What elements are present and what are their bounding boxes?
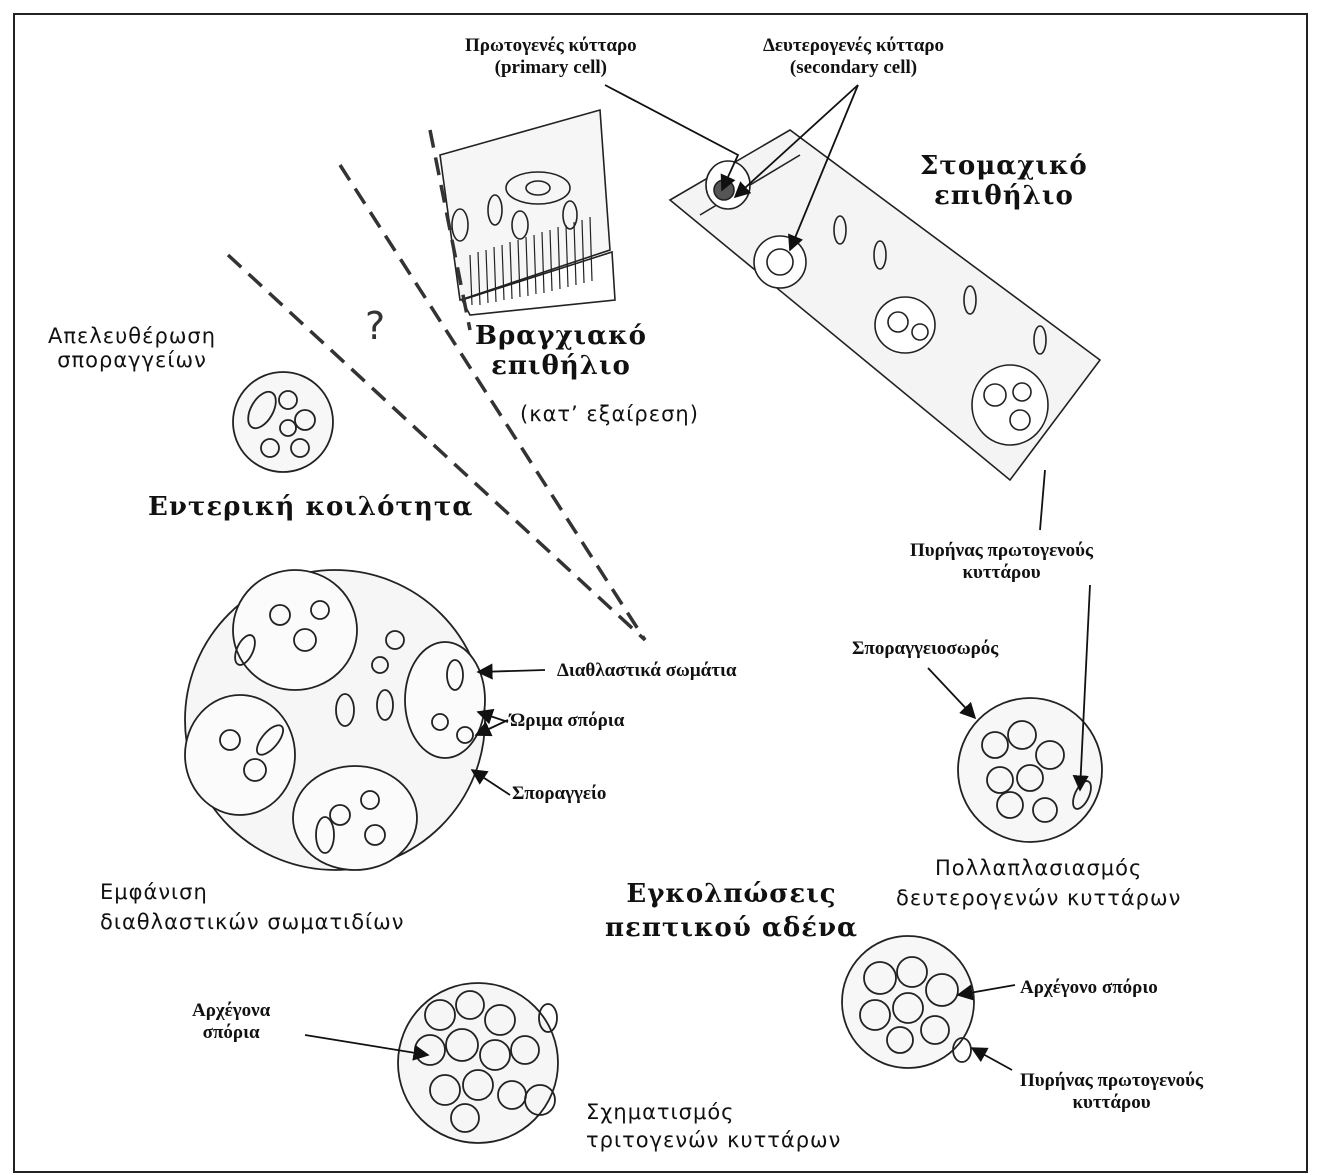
- tertiary-formation-line1: Σχηματισμός: [586, 1100, 841, 1124]
- sporangia-release-line2: σποραγγείων: [48, 348, 216, 372]
- sporangiosorus-label: Σποραγγειοσωρός: [852, 638, 998, 660]
- gill-epithelium-label: Βραγχιακό επιθήλιο: [475, 322, 647, 382]
- gastric-epithelium-label: Στομαχικό επιθήλιο: [920, 152, 1088, 212]
- gill-epithelium-line2: επιθήλιο: [475, 352, 647, 382]
- sporangia-release-line1: Απελευθέρωση: [48, 324, 216, 348]
- refractile-bodies-label: Διαθλαστικά σωμάτια: [557, 660, 736, 682]
- tertiary-cells-cluster-drawing: [398, 983, 558, 1143]
- primary-nucleus-bottom-line2: κυττάρου: [1020, 1092, 1203, 1114]
- gill-epithelium-drawing: [440, 110, 615, 315]
- intestinal-cavity-label: Εντερική κοιλότητα: [148, 493, 473, 523]
- gland-invaginations-label: Εγκολπώσεις πεπτικού αδένα: [605, 880, 858, 944]
- gastric-epithelium-line2: επιθήλιο: [920, 182, 1088, 212]
- primordial-spore-label: Αρχέγονο σπόριο: [1020, 977, 1158, 999]
- refractile-appearance-line2: διαθλαστικών σωματιδίων: [100, 910, 404, 934]
- primordial-spores-line2: σπόρια: [192, 1022, 270, 1044]
- secondary-cell-english: (secondary cell): [763, 57, 944, 79]
- gill-exception-note: (κατ’ εξαίρεση): [520, 402, 699, 426]
- refractile-appearance-line1: Εμφάνιση: [100, 880, 404, 904]
- tertiary-formation-line2: τριτογενών κυττάρων: [586, 1128, 841, 1152]
- mature-spores-label: Ώριμα σπόρια: [510, 710, 624, 732]
- released-sporangium-drawing: [233, 372, 333, 472]
- sporangium-label: Σποραγγείο: [512, 783, 606, 805]
- secondary-multiplication-line1: Πολλαπλασιασμός: [896, 856, 1181, 880]
- secondary-cells-cluster-drawing: [842, 936, 974, 1068]
- gill-epithelium-line1: Βραγχιακό: [475, 322, 647, 352]
- secondary-cell-label: Δευτερογενές κύτταρο (secondary cell): [763, 35, 944, 79]
- primary-nucleus-top-line2: κυττάρου: [910, 562, 1093, 584]
- primary-nucleus-top-label: Πυρήνας πρωτογενούς κυττάρου: [910, 540, 1093, 584]
- refractile-appearance-label: Εμφάνιση διαθλαστικών σωματιδίων: [100, 880, 404, 934]
- primary-nucleus-top-line1: Πυρήνας πρωτογενούς: [910, 540, 1093, 562]
- gastric-epithelium-line1: Στομαχικό: [920, 152, 1088, 182]
- primary-cell-greek: Πρωτογενές κύτταρο: [465, 35, 637, 57]
- primary-cell-english: (primary cell): [465, 57, 637, 79]
- primary-nucleus-bottom-label: Πυρήνας πρωτογενούς κυττάρου: [1020, 1070, 1203, 1114]
- primary-nucleus-bottom-line1: Πυρήνας πρωτογενούς: [1020, 1070, 1203, 1092]
- sporangia-release-label: Απελευθέρωση σποραγγείων: [48, 324, 216, 372]
- primordial-spores-label: Αρχέγονα σπόρια: [192, 1000, 270, 1044]
- primordial-spores-line1: Αρχέγονα: [192, 1000, 270, 1022]
- intestinal-cluster-drawing: [185, 570, 485, 870]
- tertiary-formation-label: Σχηματισμός τριτογενών κυττάρων: [586, 1100, 841, 1152]
- gland-invaginations-line2: πεπτικού αδένα: [605, 914, 858, 944]
- secondary-cell-greek: Δευτερογενές κύτταρο: [763, 35, 944, 57]
- question-mark: ?: [365, 305, 385, 349]
- gland-invaginations-line1: Εγκολπώσεις: [605, 880, 858, 910]
- secondary-multiplication-line2: δευτερογενών κυττάρων: [896, 886, 1181, 910]
- primary-cell-label: Πρωτογενές κύτταρο (primary cell): [465, 35, 637, 79]
- secondary-multiplication-label: Πολλαπλασιασμός δευτερογενών κυττάρων: [896, 856, 1181, 910]
